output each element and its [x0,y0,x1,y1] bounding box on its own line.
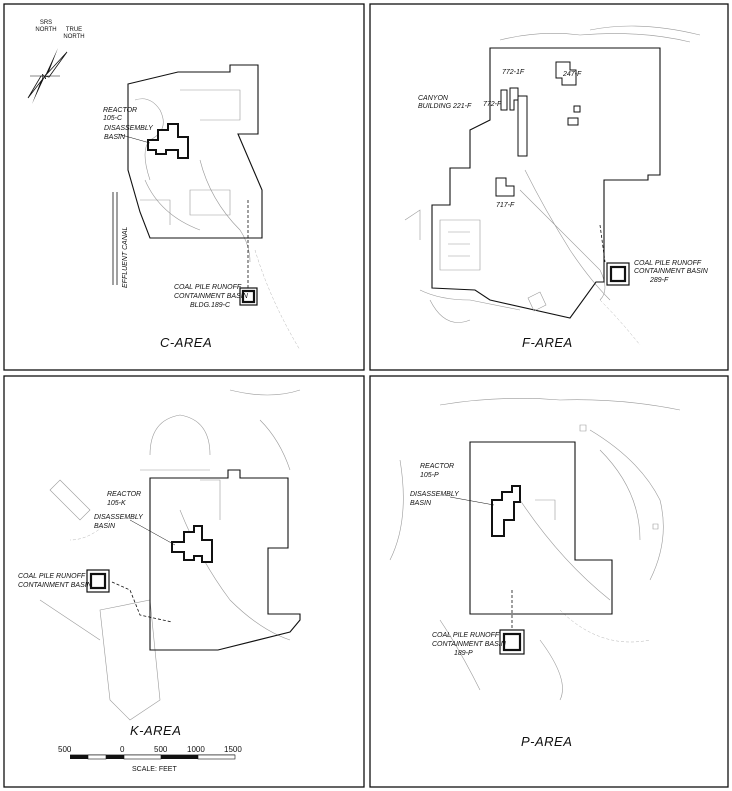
scale-tick-1500: 1500 [224,745,242,754]
reactor-105c-building [147,123,189,159]
c-reactor-label: REACTOR [103,107,137,114]
label-247-f: 247-F [562,71,582,78]
p-basin-label: DISASSEMBLY [410,491,460,498]
srs-north-label: SRS [40,20,52,26]
north-arrow-icon: N SRS NORTH TRUE NORTH [27,20,85,104]
scale-label: SCALE: FEET [132,766,177,773]
k-basin-label-2: BASIN [94,523,116,530]
c-area-title: C-AREA [160,335,212,350]
k-area-title: K-AREA [130,723,181,738]
c-coal-label-2: CONTAINMENT BASIN [174,293,249,300]
f-coal-label-3: 289-F [649,277,669,284]
c-coal-label: COAL PILE RUNOFF [174,284,242,291]
label-772-f: 772-F [483,101,502,108]
k-reactor-label: REACTOR [107,491,141,498]
bldg-772-1f [500,89,508,111]
c-basin-label-2: BASIN [104,134,126,141]
k-area-panel: REACTOR 105-K DISASSEMBLY BASIN COAL PIL… [3,375,365,788]
scale-tick-0: 0 [120,745,125,754]
p-area-boundary [469,441,613,615]
k-area-boundary [149,469,301,651]
f-area-panel: 772-1F 772-F 247-F 717-F CANYON BUILDING… [369,3,729,371]
reactor-105k-building [171,525,213,563]
true-north-label: TRUE [66,27,82,33]
north-n-label: N [41,74,46,81]
bldg-772-f [509,87,519,111]
scale-bar: 500 0 500 1000 1500 SCALE: FEET [58,745,242,773]
p-coal-label-3: 189-P [454,650,473,657]
scale-tick-500: 500 [154,745,168,754]
scale-tick-1000: 1000 [187,745,205,754]
k-reactor-number: 105-K [107,500,126,507]
effluent-canal-label: EFFLUENT CANAL [122,226,129,288]
srs-north-label-2: NORTH [35,27,56,33]
f-coal-label-2: CONTAINMENT BASIN [634,268,709,275]
p-area-panel: REACTOR 105-P DISASSEMBLY BASIN COAL PIL… [369,375,729,788]
reactor-105p-building [491,485,521,537]
canyon-label-2: BUILDING 221-F [418,103,472,110]
c-coal-label-3: BLDG.189-C [190,302,231,309]
canyon-221f [517,95,528,157]
true-north-label-2: NORTH [63,34,84,40]
k-coal-label: COAL PILE RUNOFF [18,573,86,580]
c-reactor-number: 105-C [103,115,123,122]
label-717-f: 717-F [496,202,515,209]
p-area-title: P-AREA [521,734,572,749]
canyon-label: CANYON [418,95,449,102]
p-coal-label: COAL PILE RUNOFF [432,632,500,639]
p-reactor-label: REACTOR [420,463,454,470]
c-area-boundary [127,64,263,239]
c-area-panel: N SRS NORTH TRUE NORTH REACTOR 105-C DIS… [3,3,365,371]
f-area-boundary [431,47,661,319]
scale-tick-neg500: 500 [58,745,72,754]
f-area-title: F-AREA [522,335,573,350]
label-772-1f: 772-1F [502,69,525,76]
k-coal-label-2: CONTAINMENT BASIN [18,582,93,589]
p-basin-label-2: BASIN [410,500,432,507]
c-basin-label: DISASSEMBLY [104,125,154,132]
p-reactor-number: 105-P [420,472,439,479]
bldg-247-f [555,61,577,86]
f-coal-label: COAL PILE RUNOFF [634,260,702,267]
bldg-717-f [495,177,515,197]
k-basin-label: DISASSEMBLY [94,514,144,521]
p-coal-label-2: CONTAINMENT BASIN [432,641,507,648]
